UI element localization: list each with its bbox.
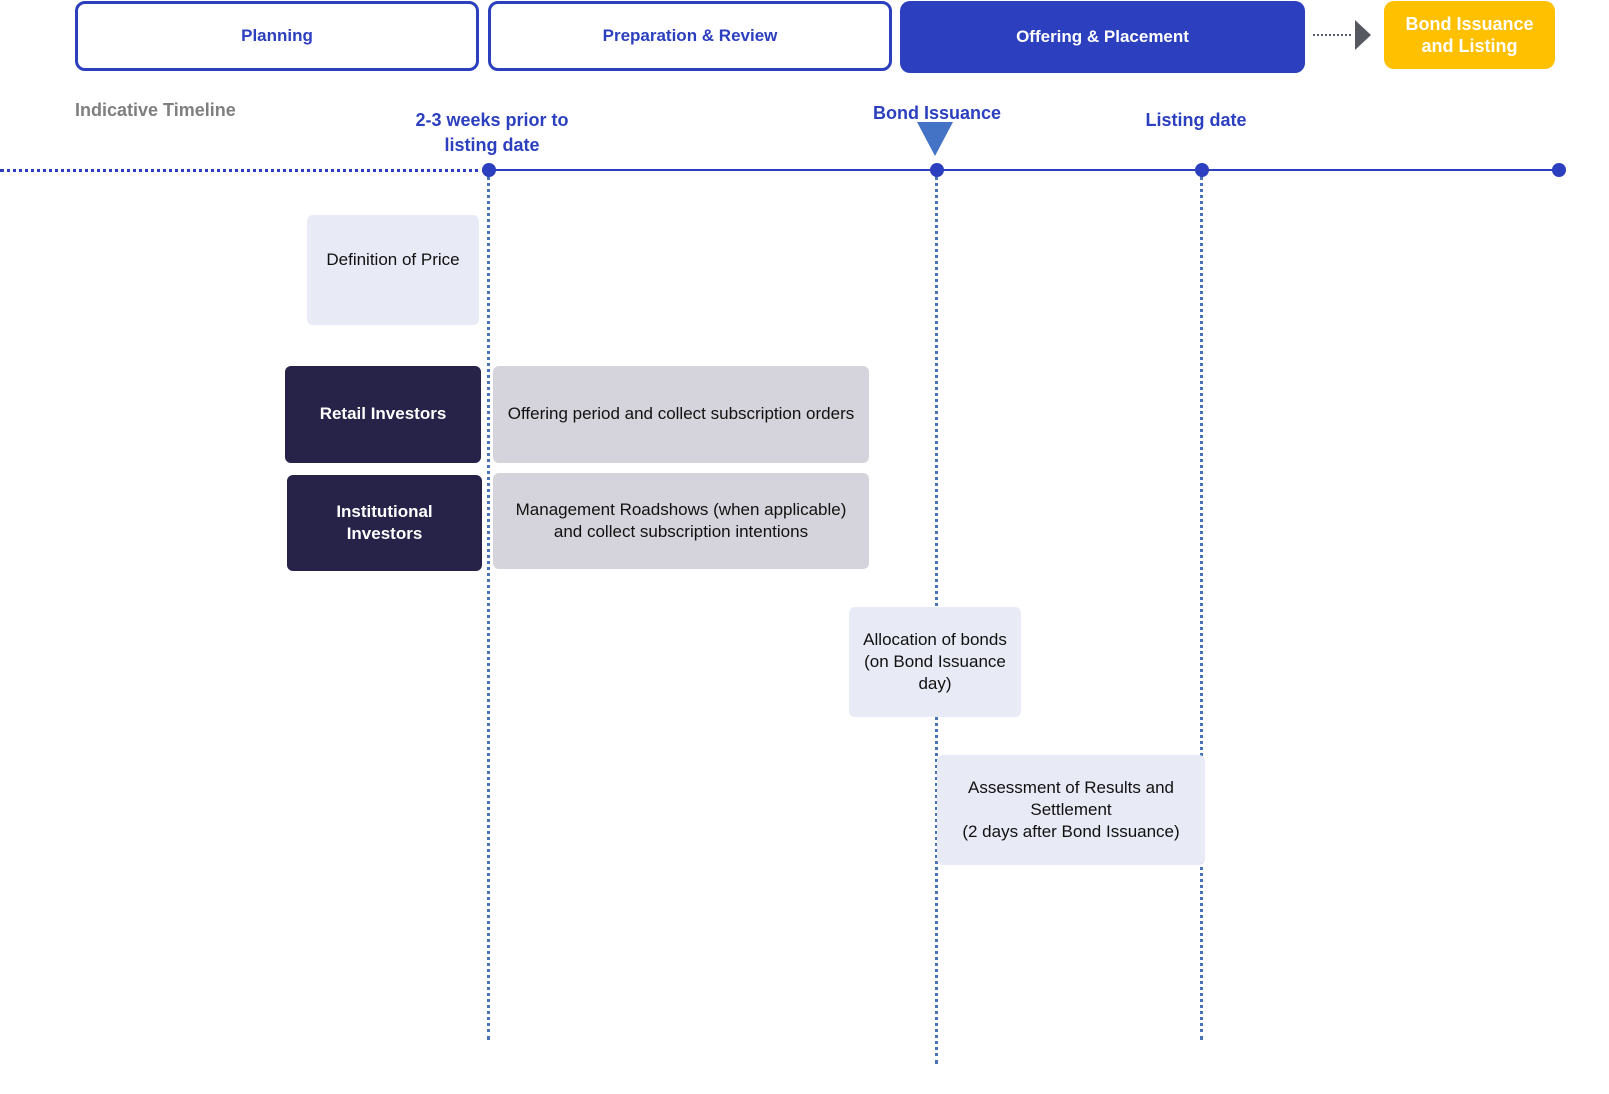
timeline-axis-solid (490, 169, 1560, 171)
phase-preparation-review: Preparation & Review (488, 1, 892, 71)
institutional-investors-box: Institutional Investors (287, 475, 482, 571)
retail-investors-label: Retail Investors (319, 404, 447, 424)
management-roadshows-box: Management Roadshows (when applicable) a… (493, 473, 869, 569)
phase-offering-placement: Offering & Placement (900, 1, 1305, 73)
phase-preparation-review-label: Preparation & Review (602, 26, 778, 46)
milestone-line-listing-date (1200, 176, 1203, 1040)
offering-period-text: Offering period and collect subscription… (507, 404, 855, 424)
offering-period-box: Offering period and collect subscription… (493, 366, 869, 463)
timeline-axis-dotted (0, 169, 486, 172)
arrow-right-icon (1355, 20, 1371, 50)
phase-planning: Planning (75, 1, 479, 71)
milestone-dot-bond-issuance (930, 163, 944, 177)
milestone-dot-weeks-prior (482, 163, 496, 177)
definition-of-price-text: Definition of Price (326, 250, 460, 269)
allocation-of-bonds-box: Allocation of bonds (on Bond Issuance da… (849, 607, 1021, 717)
assessment-settlement-box: Assessment of Results and Settlement (2 … (937, 755, 1205, 865)
phase-connector-dots (1313, 34, 1351, 36)
phase-bond-issuance-listing: Bond Issuance and Listing (1384, 1, 1555, 69)
milestone-label-listing-date: Listing date (1145, 110, 1247, 130)
assessment-settlement-note: (2 days after Bond Issuance) (962, 822, 1180, 842)
institutional-investors-label: Institutional Investors (336, 501, 433, 543)
bond-issuance-marker-icon (917, 122, 953, 156)
retail-investors-box: Retail Investors (285, 366, 481, 463)
milestone-line-weeks-prior (487, 176, 490, 1040)
phase-offering-placement-label: Offering & Placement (1016, 27, 1189, 47)
milestone-label-weeks-prior: 2-3 weeks prior to listing date (415, 110, 569, 156)
phase-planning-label: Planning (241, 26, 313, 46)
milestone-label-bond-issuance: Bond Issuance (872, 103, 1002, 123)
timeline-title: Indicative Timeline (75, 100, 236, 120)
phase-bond-issuance-listing-label: Bond Issuance and Listing (1405, 13, 1534, 57)
milestone-dot-listing-date (1195, 163, 1209, 177)
assessment-settlement-title: Assessment of Results and Settlement (968, 777, 1174, 819)
timeline-end-dot (1552, 163, 1566, 177)
management-roadshows-text: Management Roadshows (when applicable) a… (515, 499, 847, 541)
definition-of-price-box: Definition of Price (307, 215, 479, 325)
allocation-of-bonds-text: Allocation of bonds (on Bond Issuance da… (863, 629, 1007, 694)
